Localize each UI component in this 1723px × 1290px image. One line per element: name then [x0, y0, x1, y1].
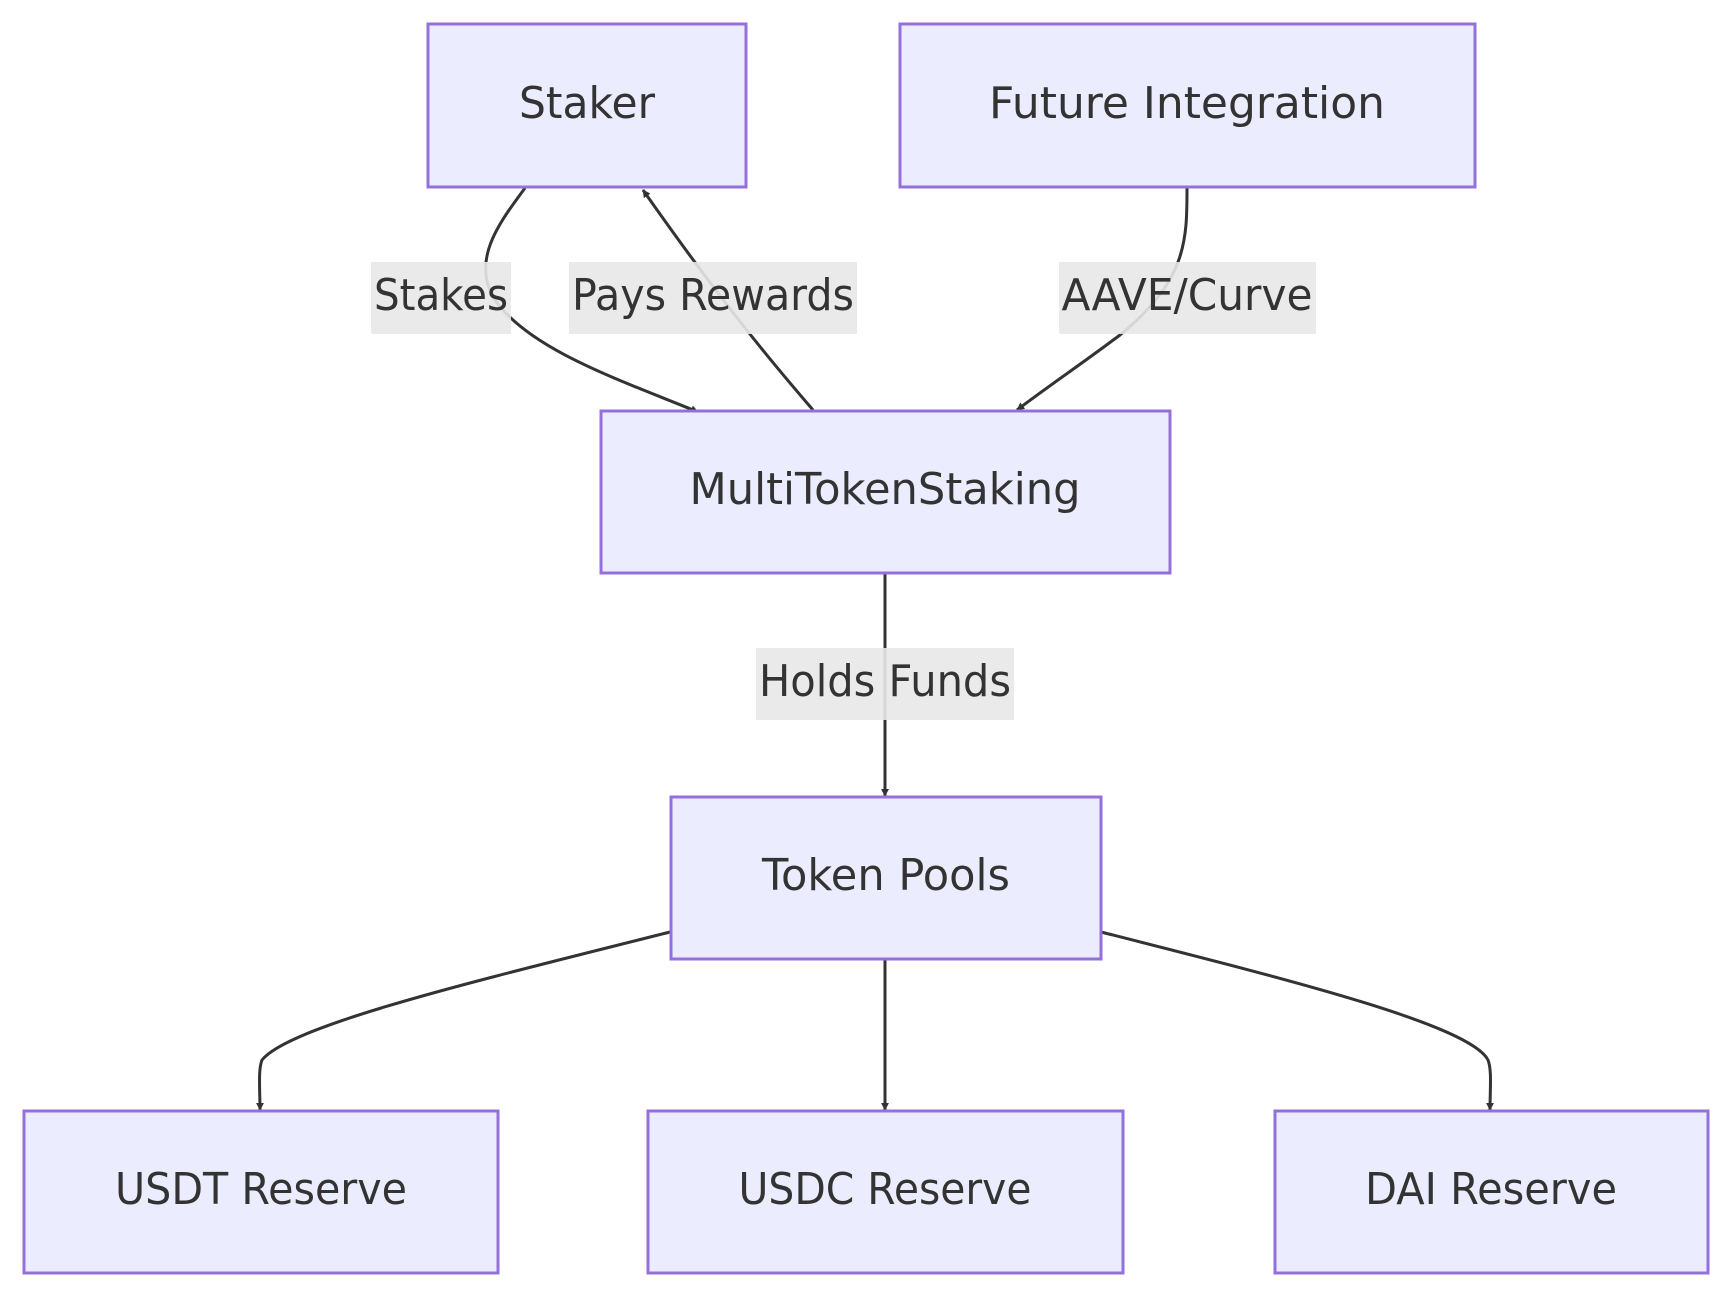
- edge-aave-curve: [1016, 187, 1189, 412]
- edge-label-holds-funds: Holds Funds: [756, 648, 1014, 720]
- node-future-integration-label: Future Integration: [989, 78, 1385, 129]
- edge-labels: Stakes Pays Rewards AAVE/Curve Holds Fun…: [371, 262, 1316, 720]
- node-dai-reserve[interactable]: DAI Reserve: [1273, 1109, 1710, 1275]
- edges: [255, 187, 1495, 1111]
- node-multitokenstaking[interactable]: MultiTokenStaking: [599, 409, 1172, 575]
- edge-to-usdt: [255, 930, 671, 1111]
- node-usdt-reserve-label: USDT Reserve: [115, 1164, 407, 1215]
- node-usdc-reserve[interactable]: USDC Reserve: [646, 1109, 1125, 1275]
- node-usdt-reserve[interactable]: USDT Reserve: [22, 1109, 500, 1275]
- node-token-pools[interactable]: Token Pools: [669, 795, 1103, 961]
- edge-label-pays-rewards-text: Pays Rewards: [572, 270, 854, 321]
- node-dai-reserve-label: DAI Reserve: [1365, 1164, 1617, 1215]
- edge-to-dai: [1100, 930, 1495, 1111]
- node-token-pools-label: Token Pools: [761, 850, 1010, 901]
- node-multitokenstaking-label: MultiTokenStaking: [690, 464, 1081, 515]
- edge-label-aave-curve: AAVE/Curve: [1059, 262, 1316, 334]
- edge-label-stakes: Stakes: [371, 262, 511, 334]
- node-staker[interactable]: Staker: [426, 22, 748, 189]
- node-staker-label: Staker: [519, 78, 656, 129]
- edge-label-pays-rewards: Pays Rewards: [569, 262, 857, 334]
- edge-label-stakes-text: Stakes: [374, 270, 508, 321]
- nodes: Staker Future Integration MultiTokenStak…: [22, 22, 1710, 1275]
- edge-label-holds-funds-text: Holds Funds: [759, 656, 1011, 707]
- edge-label-aave-curve-text: AAVE/Curve: [1062, 270, 1313, 321]
- node-usdc-reserve-label: USDC Reserve: [739, 1164, 1032, 1215]
- node-future-integration[interactable]: Future Integration: [898, 22, 1477, 189]
